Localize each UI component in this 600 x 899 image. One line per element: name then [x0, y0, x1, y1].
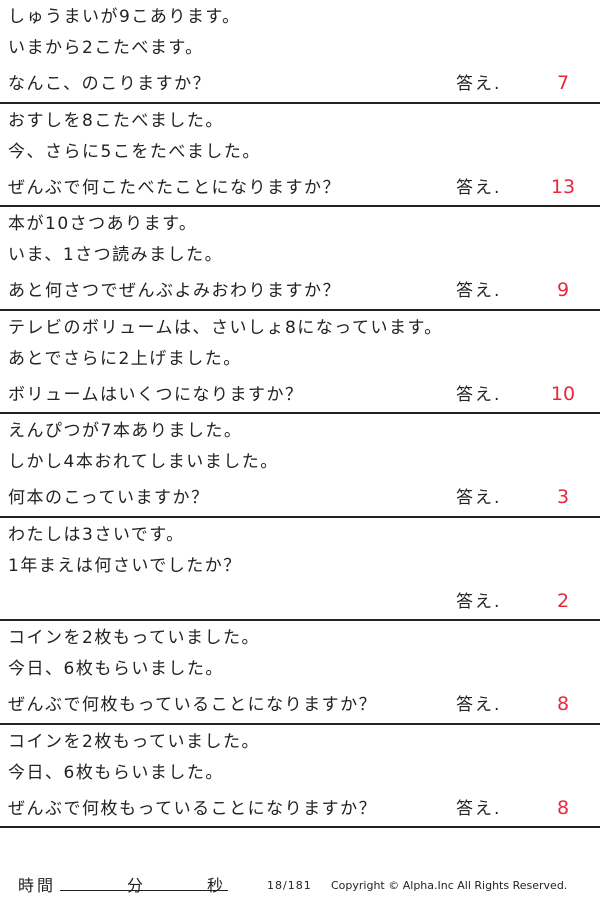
question-line: あと何さつでぜんぶよみおわりますか？: [8, 281, 341, 301]
question-line: 今日、6枚もらいました。: [8, 659, 224, 679]
answer-label: 答え.: [456, 384, 502, 405]
problem-6: わたしは3さいです。 1年まえは何さいでしたか？ 答え. 2: [0, 518, 600, 621]
question-line: 今、さらに5こをたべました。: [8, 141, 261, 162]
question-line: 本が10さつあります。: [8, 214, 198, 234]
question-line: しゅうまいが9こあります。: [8, 7, 241, 27]
answer-value: 9: [556, 279, 570, 301]
answer-value: 8: [556, 796, 570, 819]
problem-1: しゅうまいが9こあります。 いまから2こたべます。 なんこ、のこりますか？ 答え…: [0, 0, 600, 104]
answer-label: 答え.: [456, 798, 502, 819]
question-line: テレビのボリュームは、さいしょ8になっています。: [8, 317, 443, 338]
problem-3: 本が10さつあります。 いま、1さつ読みました。 あと何さつでぜんぶよみおわりま…: [0, 207, 600, 311]
page-number: 18/181: [267, 879, 312, 892]
question-line: いま、1さつ読みました。: [8, 245, 224, 265]
answer-label: 答え.: [456, 695, 502, 715]
copyright-notice: Copyright © Alpha.Inc All Rights Reserve…: [331, 879, 568, 892]
question-line: 今日、6枚もらいました。: [8, 762, 224, 783]
question-line: なんこ、のこりますか？: [8, 74, 212, 94]
answer-label: 答え.: [456, 591, 502, 612]
question-line: コインを2枚もっていました。: [8, 628, 260, 648]
minutes-label: 分: [127, 876, 144, 895]
question-line: おすしを8こたべました。: [8, 110, 224, 131]
time-label: 時間: [18, 876, 57, 895]
problem-7: コインを2枚もっていました。 今日、6枚もらいました。 ぜんぶで何枚もっているこ…: [0, 621, 600, 725]
question-line: ぜんぶで何こたべたことになりますか？: [8, 177, 341, 198]
question-line: 何本のこっていますか？: [8, 488, 210, 508]
question-line: ぜんぶで何枚もっていることになりますか？: [8, 695, 378, 715]
question-line: あとでさらに2上げました。: [8, 348, 242, 369]
question-line: コインを2枚もっていました。: [8, 731, 260, 752]
question-line: ボリュームはいくつになりますか？: [8, 384, 304, 405]
answer-label: 答え.: [456, 177, 502, 198]
question-line: わたしは3さいです。: [8, 524, 185, 545]
seconds-label: 秒: [207, 876, 224, 895]
time-blank-line: [60, 890, 228, 891]
problem-5: えんぴつが7本ありました。 しかし4本おれてしまいました。 何本のこっていますか…: [0, 414, 600, 518]
answer-value: 7: [556, 72, 570, 94]
footer: 時間 分 秒 18/181 Copyright © Alpha.Inc All …: [0, 868, 600, 896]
worksheet: しゅうまいが9こあります。 いまから2こたべます。 なんこ、のこりますか？ 答え…: [0, 0, 600, 828]
question-line: えんぴつが7本ありました。: [8, 421, 243, 441]
answer-value: 10: [550, 382, 576, 405]
answer-label: 答え.: [456, 281, 502, 301]
answer-value: 2: [556, 589, 570, 612]
question-line: しかし4本おれてしまいました。: [8, 452, 279, 472]
question-line: ぜんぶで何枚もっていることになりますか？: [8, 798, 378, 819]
answer-value: 3: [556, 486, 570, 508]
answer-label: 答え.: [456, 74, 502, 94]
answer-value: 8: [556, 693, 570, 715]
problem-4: テレビのボリュームは、さいしょ8になっています。 あとでさらに2上げました。 ボ…: [0, 311, 600, 414]
problem-2: おすしを8こたべました。 今、さらに5こをたべました。 ぜんぶで何こたべたことに…: [0, 104, 600, 207]
answer-label: 答え.: [456, 488, 502, 508]
problem-8: コインを2枚もっていました。 今日、6枚もらいました。 ぜんぶで何枚もっているこ…: [0, 725, 600, 828]
question-line: 1年まえは何さいでしたか？: [8, 555, 242, 576]
answer-value: 13: [550, 175, 576, 198]
question-line: いまから2こたべます。: [8, 38, 204, 58]
